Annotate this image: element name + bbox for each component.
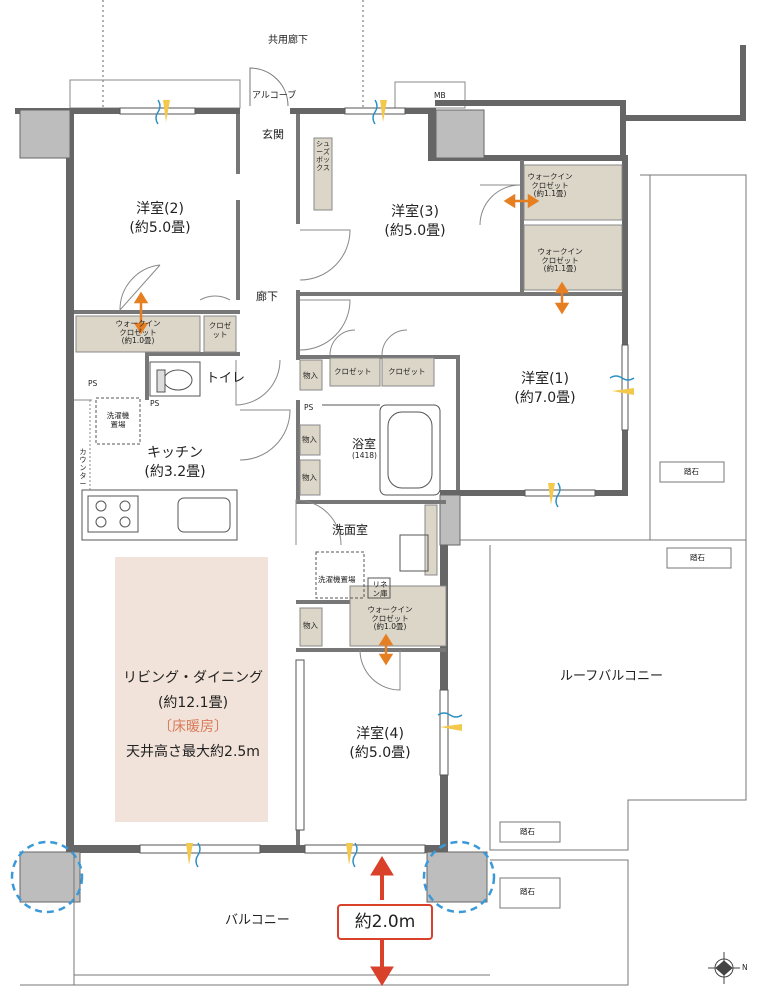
room-western3-size: (約5.0畳) (384, 222, 446, 239)
airflow-icons (155, 99, 635, 868)
closet-label-3: クロゼット (388, 367, 426, 376)
ps-label-1: PS (88, 379, 98, 388)
shoes-box-label: シューズボックス (316, 140, 330, 173)
wic-w2-name: ウォークイン (115, 319, 161, 328)
column-circles (10, 840, 496, 914)
room-western4-name: 洋室(4) (356, 726, 404, 742)
kitchen-counter (81, 489, 238, 541)
room-western2: 洋室(2) (約5.0畳) (115, 200, 205, 238)
wic-w4: ウォークイン クロゼット (約1.0畳) (360, 605, 420, 632)
ps-label-3: PS (304, 403, 314, 412)
storage-label-4: 物入 (303, 621, 318, 630)
balcony-label: バルコニー (225, 913, 290, 928)
stepping-stone-2: 踏石 (690, 553, 705, 562)
door-swings (119, 184, 521, 691)
wic-w3a-name: ウォークイン (527, 172, 573, 181)
corridor-common-label: 共用廊下 (268, 35, 308, 46)
orange-arrows (133, 193, 570, 666)
counter-label: カウンター (79, 448, 87, 489)
airflow-yellow (163, 100, 634, 865)
stepping-stone-4: 踏石 (520, 887, 535, 896)
room-western3: 洋室(3) (約5.0畳) (370, 203, 460, 241)
compass-icon (708, 952, 740, 984)
room-ldk: リビング・ダイニング (約12.1畳) 〔床暖房〕 天井高さ最大約2.5m (108, 666, 278, 764)
ps-label-2: PS (150, 399, 160, 408)
closet-label-2: クロゼット (334, 367, 372, 376)
wic-w3b-name: ウォークイン (537, 247, 583, 256)
storage-label-2: 物入 (302, 435, 317, 444)
wic-w2: ウォークイン クロゼット (約1.0畳) (108, 319, 168, 346)
room-western2-size: (約5.0畳) (129, 219, 191, 236)
ldk-highlight (115, 557, 268, 822)
hallway-label: 廊下 (256, 290, 278, 303)
closet-label-1: クロゼット (208, 321, 232, 339)
wic-w2-size: (約1.0畳) (121, 336, 155, 346)
room-ldk-size: (約12.1畳) (157, 694, 229, 711)
storage-label-3: 物入 (302, 473, 317, 482)
room-western1-size: (約7.0畳) (514, 389, 576, 406)
balcony-outlines (20, 174, 747, 986)
wic-w3a-name2: クロゼット (531, 180, 569, 190)
room-western3-name: 洋室(3) (391, 204, 439, 220)
mb-label: MB (434, 91, 446, 100)
room-western4: 洋室(4) (約5.0畳) (330, 725, 430, 763)
stepping-stone-3: 踏石 (520, 827, 535, 836)
entrance-label: 玄関 (262, 128, 284, 141)
columns (19, 109, 488, 903)
wic-w4-name: ウォークイン (367, 605, 413, 614)
dimension-arrow (370, 856, 394, 986)
storage-label-1: 物入 (303, 371, 318, 380)
washroom-label: 洗面室 (332, 523, 369, 537)
washer-area-label: 洗濯機置場 (318, 575, 356, 584)
wic-w3b: ウォークイン クロゼット (約1.1畳) (530, 247, 590, 274)
room-ldk-ceiling: 天井高さ最大約2.5m (126, 743, 260, 760)
bath-label: 浴室 (352, 437, 377, 451)
wic-w3b-name2: クロゼット (541, 255, 579, 265)
room-western1: 洋室(1) (約7.0畳) (495, 370, 595, 408)
toilet-label: トイレ (206, 371, 246, 386)
room-kitchen-size: (約3.2畳) (144, 463, 206, 480)
alcove-label: アルコーブ (252, 91, 297, 101)
bathtub (322, 404, 441, 496)
roof-balcony-label: ルーフバルコニー (560, 669, 663, 684)
dimension-label: 約2.0m (337, 904, 433, 940)
toilet-fixture (149, 361, 201, 397)
compass-n-label: N (742, 963, 748, 972)
bath-size-label: (1418) (352, 451, 377, 460)
room-kitchen-name: キッチン (147, 445, 203, 461)
wic-w2-name2: クロゼット (119, 327, 157, 337)
wic-w4-size: (約1.0畳) (373, 622, 407, 632)
washer-area-label-kitchen: 洗濯機置場 (106, 411, 130, 429)
room-western4-size: (約5.0畳) (349, 744, 411, 761)
wic-w3a: ウォークイン クロゼット (約1.1畳) (520, 172, 580, 199)
room-kitchen: キッチン (約3.2畳) (130, 444, 220, 482)
wic-w3a-size: (約1.1畳) (533, 189, 567, 199)
room-western2-name: 洋室(2) (136, 201, 184, 217)
stepping-stone-1: 踏石 (684, 467, 699, 476)
room-ldk-floor-heating: 〔床暖房〕 (158, 719, 228, 735)
linen-label: リネン庫 (372, 580, 388, 598)
room-ldk-name: リビング・ダイニング (123, 670, 263, 686)
wic-w4-name2: クロゼット (371, 613, 409, 623)
room-western1-name: 洋室(1) (521, 371, 569, 387)
wic-w3b-size: (約1.1畳) (543, 264, 577, 274)
